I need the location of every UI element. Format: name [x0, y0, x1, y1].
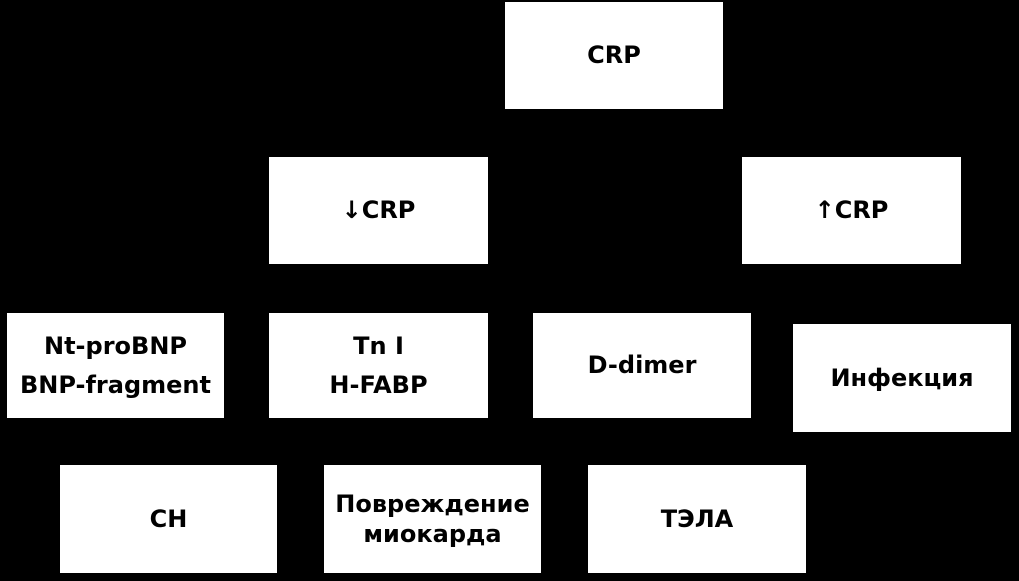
troponin-marker-box: Tn I H-FABP: [269, 313, 488, 418]
pulmonary-embolism-label: ТЭЛА: [660, 504, 734, 533]
troponin-marker-line2: H-FABP: [329, 370, 428, 399]
infection-label: Инфекция: [830, 363, 974, 392]
crp-high-box: ↑CRP: [742, 157, 961, 264]
myocardial-injury-box: Повреждение миокарда: [324, 465, 541, 573]
crp-root-label: CRP: [587, 41, 641, 70]
crp-low-label: ↓CRP: [341, 196, 416, 225]
crp-low-box: ↓CRP: [269, 157, 488, 264]
troponin-marker-line1: Tn I: [353, 332, 404, 361]
bnp-marker-box: Nt-proBNP BNP-fragment: [7, 313, 224, 418]
heart-failure-label: СН: [149, 504, 188, 533]
ddimer-marker-box: D-dimer: [533, 313, 751, 418]
heart-failure-box: СН: [60, 465, 277, 573]
ddimer-marker-label: D-dimer: [587, 351, 697, 380]
bnp-marker-line1: Nt-proBNP: [44, 332, 187, 361]
myocardial-injury-line2: миокарда: [363, 520, 502, 548]
myocardial-injury-line1: Повреждение: [335, 489, 530, 518]
pulmonary-embolism-box: ТЭЛА: [588, 465, 806, 573]
infection-box: Инфекция: [793, 324, 1011, 432]
bnp-marker-line2: BNP-fragment: [19, 370, 211, 399]
crp-root-box: CRP: [505, 2, 723, 109]
crp-high-label: ↑CRP: [814, 196, 889, 225]
